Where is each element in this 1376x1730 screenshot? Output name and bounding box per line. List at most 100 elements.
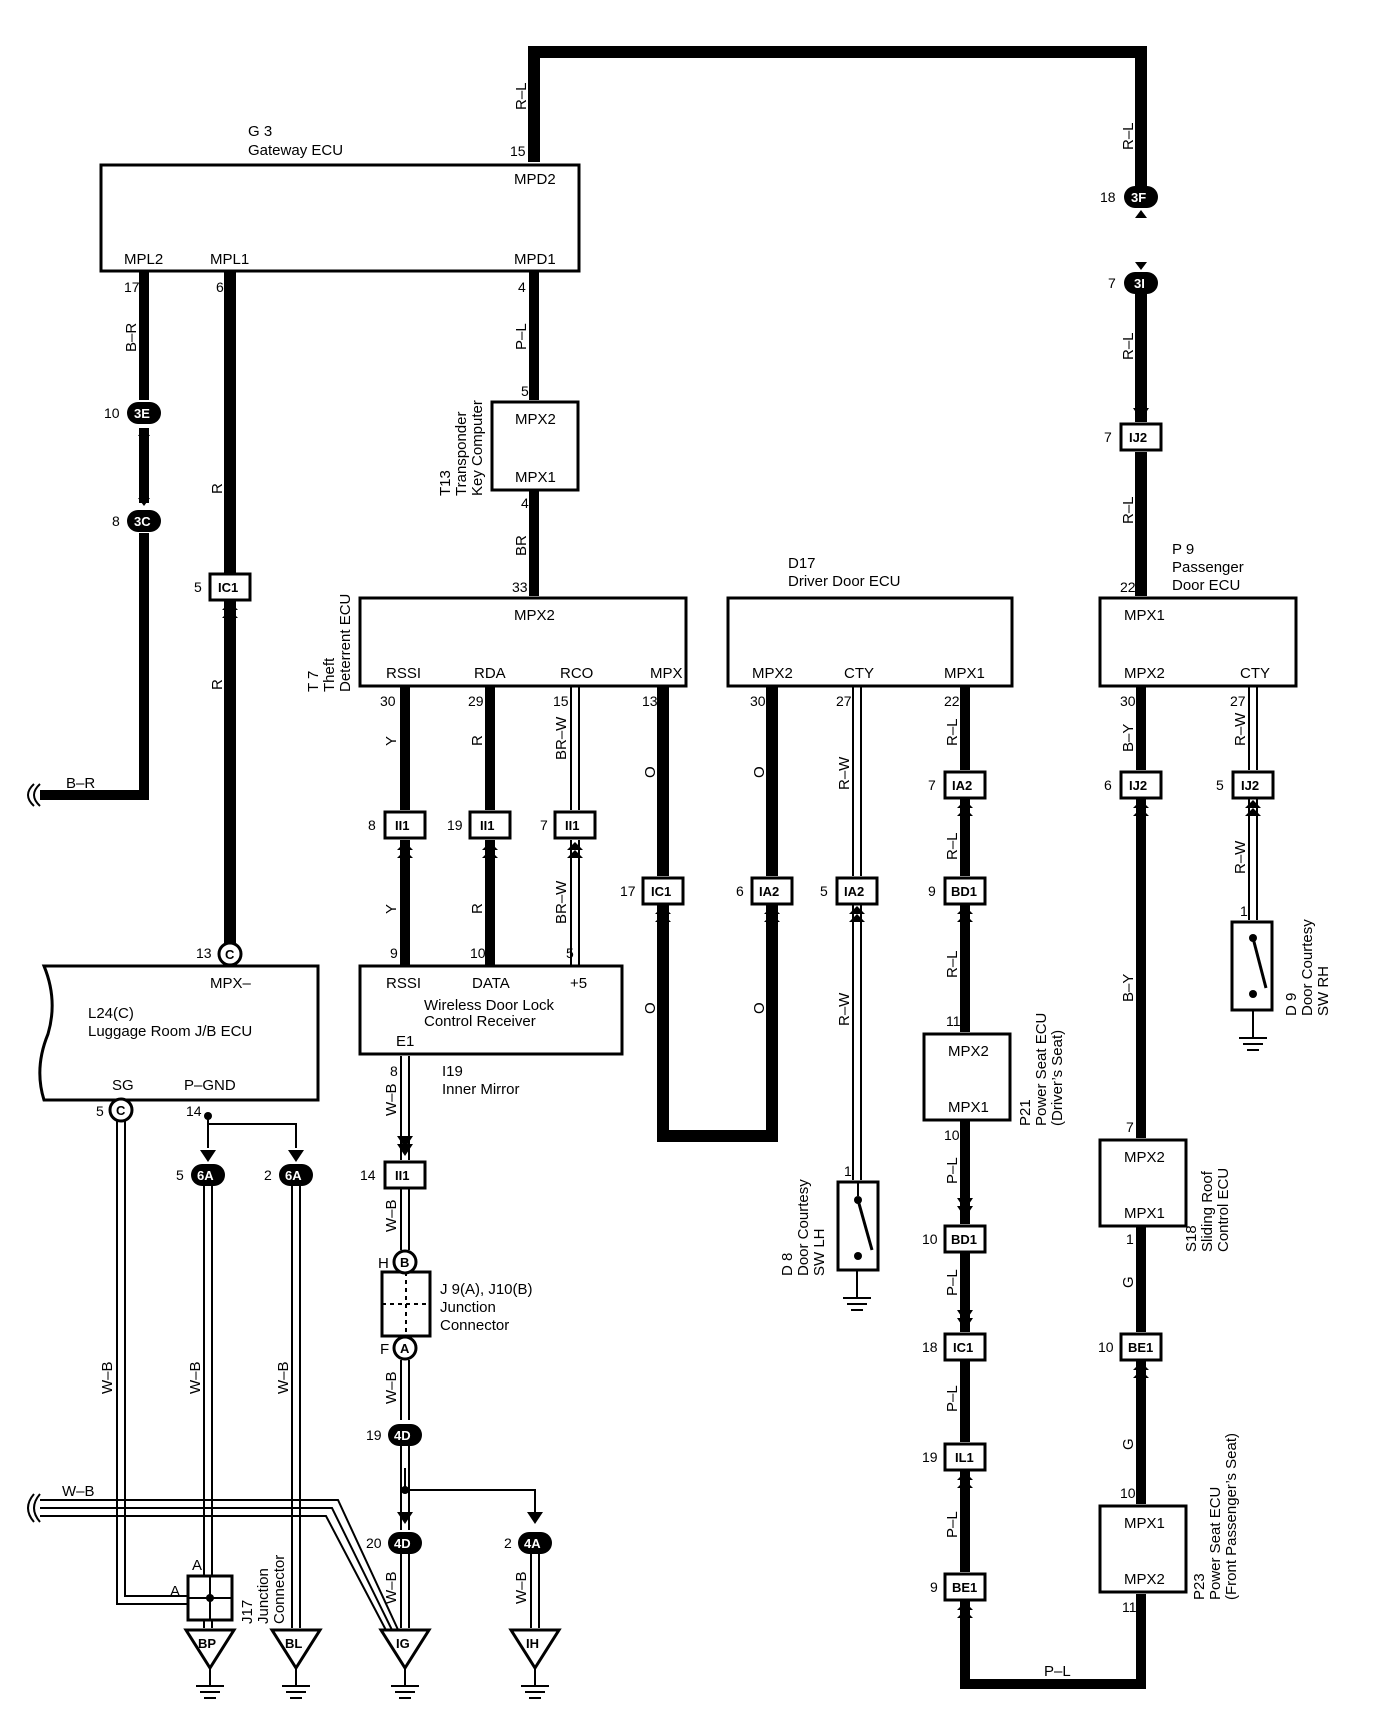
pin-num-pd-mpx2: 30 [1120, 693, 1136, 709]
transponder-code: T13 [437, 470, 454, 496]
pin-psp-mpx1: MPX1 [1124, 1515, 1165, 1532]
label-rw-1: R–W [836, 756, 853, 790]
luggage-name: Luggage Room J/B ECU [88, 1023, 252, 1040]
wire-o-loop [657, 904, 778, 1142]
wireless-code: I19 [442, 1063, 463, 1080]
thin-wires [40, 686, 1258, 1635]
dclh-code: D 8 [779, 1253, 796, 1276]
driver-door-code: D17 [788, 555, 816, 572]
conn-4d-b: 4D [394, 1536, 411, 1551]
psp-code: P23 [1191, 1573, 1208, 1600]
conn-4d-a: 4D [394, 1428, 411, 1443]
pin-sr-mpx2: MPX2 [1124, 1149, 1165, 1166]
wire-breaks [27, 783, 41, 1523]
transponder-key-computer: MPX2 MPX1 5 4 T13 Transponder Key Comput… [437, 383, 580, 511]
pin-num-theft-rco: 15 [553, 693, 569, 709]
pin-theft-rco: RCO [560, 665, 593, 682]
conn-3i-pin: 7 [1108, 275, 1116, 291]
gateway-name: Gateway ECU [248, 142, 343, 159]
label-pl-6: P–L [1044, 1663, 1071, 1680]
conn-ii1-d: II1 [395, 1168, 409, 1183]
conn-4a: 4A [524, 1536, 541, 1551]
conn-be1-b-pin: 10 [1098, 1339, 1114, 1355]
pin-wl-e1: E1 [396, 1033, 414, 1050]
wireless-door-lock-receiver: RSSI DATA +5 E1 Wireless Door Lock Contr… [358, 945, 624, 1098]
conn-ii1-d-pin: 14 [360, 1167, 376, 1183]
pin-mpd2: MPD2 [514, 171, 556, 188]
label-rw-4: R–W [1232, 840, 1249, 874]
j17-code: J17 [239, 1600, 256, 1624]
j9-letter-a: A [400, 1341, 410, 1356]
conn-ii1-a-pin: 8 [368, 817, 376, 833]
wire-br-out [40, 533, 149, 800]
label-r-1: R [209, 483, 226, 494]
conn-ii1-b: II1 [480, 818, 494, 833]
pin-luggage-sg: SG [112, 1077, 134, 1094]
pin-theft-mpx2: MPX2 [514, 607, 555, 624]
conn-ia2-c-pin: 7 [928, 777, 936, 793]
wire-rl-top [528, 46, 1147, 188]
pin-luggage-pgnd: P–GND [184, 1077, 236, 1094]
conn-bd1-a: BD1 [951, 884, 977, 899]
pin-transponder-mpx2: MPX2 [515, 411, 556, 428]
conn-ic1-low-pin: 18 [922, 1339, 938, 1355]
conn-ij2-a-pin: 6 [1104, 777, 1112, 793]
conn-ic1-left-pin: 5 [194, 579, 202, 595]
label-pl-4: P–L [944, 1385, 961, 1412]
j17-pin-a2: A [170, 1583, 180, 1600]
conn-ia2-a: IA2 [759, 884, 779, 899]
pin-theft-rda: RDA [474, 665, 506, 682]
conn-3e-pin: 10 [104, 405, 120, 421]
pin-num-wl-plus5: 5 [566, 945, 574, 961]
conn-ii1-b-pin: 19 [447, 817, 463, 833]
gateway-ecu: G 3 Gateway ECU MPD2 MPL2 MPL1 MPD1 15 1… [99, 123, 581, 295]
label-pl-2: P–L [944, 1157, 961, 1184]
passenger-door-ecu: P 9 Passenger Door ECU MPX1 MPX2 CTY 22 … [1098, 541, 1298, 709]
theft-name1: Theft [321, 657, 338, 692]
pin-pd-cty: CTY [1240, 665, 1270, 682]
conn-ii1-c-pin: 7 [540, 817, 548, 833]
psp-name2: (Front Passenger’s Seat) [1223, 1433, 1240, 1600]
j9-pin-h: H [378, 1255, 389, 1272]
pin-num-transponder-mpx1: 4 [521, 495, 529, 511]
pin-mpl2: MPL2 [124, 251, 163, 268]
theft-code: T 7 [305, 671, 322, 692]
pin-num-dd-mpx2: 30 [750, 693, 766, 709]
pin-num-theft-mpx2: 33 [512, 579, 528, 595]
psp-name1: Power Seat ECU [1207, 1487, 1224, 1600]
conn-be1-b: BE1 [1128, 1340, 1153, 1355]
wireless-name1: Wireless Door Lock [424, 997, 555, 1014]
pin-num-transponder-mpx2: 5 [521, 383, 529, 399]
label-rl-5: R–L [944, 718, 961, 746]
label-g-2: G [1120, 1438, 1137, 1450]
conn-3c: 3C [134, 514, 151, 529]
luggage-code: L24(C) [88, 1005, 134, 1022]
pin-num-dd-mpx1: 22 [944, 693, 960, 709]
conn-ii1-c: II1 [565, 818, 579, 833]
j9-code: J 9(A), J10(B) [440, 1281, 533, 1298]
conn-6a-a: 6A [197, 1168, 214, 1183]
driver-door-ecu: D17 Driver Door ECU MPX2 CTY MPX1 30 27 … [726, 555, 1014, 709]
pin-num-wl-e1: 8 [390, 1063, 398, 1079]
gateway-code: G 3 [248, 123, 272, 140]
ground-bl: BL [285, 1636, 302, 1651]
junction-connector-j17: A A J17 Junction Connector [170, 1555, 288, 1624]
label-wb-8: W–B [275, 1361, 292, 1394]
pin-dd-mpx2: MPX2 [752, 665, 793, 682]
label-brown: BR [513, 535, 530, 556]
label-pl-1: P–L [513, 323, 530, 350]
pin-num-luggage-sg: 5 [96, 1103, 104, 1119]
conn-be1-a-pin: 9 [930, 1579, 938, 1595]
psd-code: P21 [1017, 1099, 1034, 1126]
pin-pd-mpx1: MPX1 [1124, 607, 1165, 624]
conn-il1: IL1 [955, 1450, 974, 1465]
conn-3f: 3F [1131, 190, 1146, 205]
passenger-door-name1: Passenger [1172, 559, 1244, 576]
conn-c-luggage: C [225, 947, 235, 962]
j17-name1: Junction [255, 1568, 272, 1624]
conn-ij2-a: IJ2 [1129, 778, 1147, 793]
conn-bd1-b: BD1 [951, 1232, 977, 1247]
ground-ih: IH [526, 1636, 539, 1651]
pin-pd-mpx2: MPX2 [1124, 665, 1165, 682]
